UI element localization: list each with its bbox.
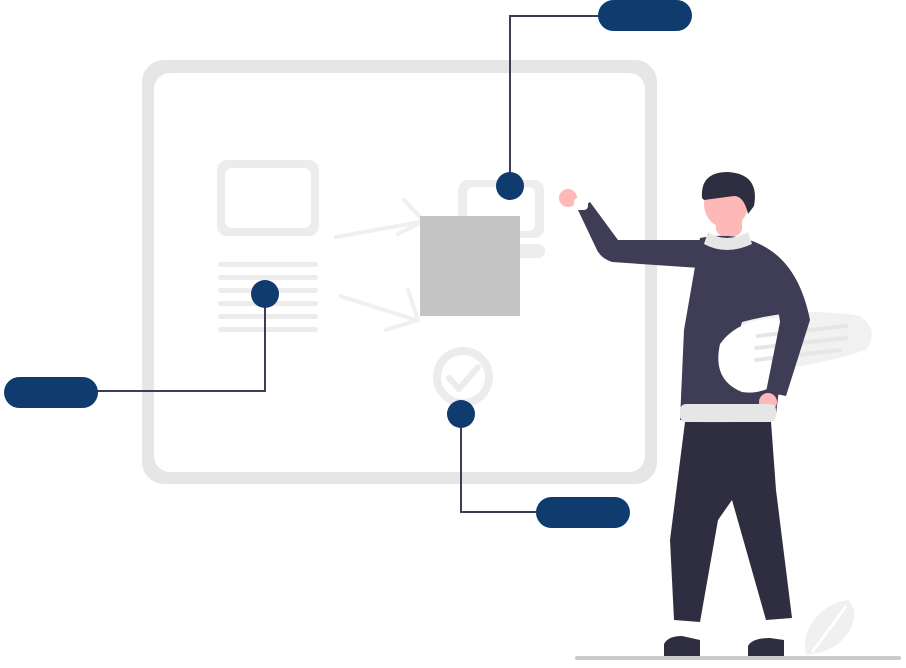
- whiteboard-frame: [142, 60, 657, 484]
- callout-left[interactable]: [4, 377, 98, 408]
- hotspot-laptop[interactable]: [496, 172, 524, 200]
- hotspot-text[interactable]: [251, 280, 279, 308]
- text-lines-icon: [218, 262, 318, 332]
- person-figure: [559, 172, 872, 656]
- check-circle-icon: [433, 347, 493, 407]
- collar: [704, 232, 752, 250]
- leaf-plant-icon: [804, 600, 855, 655]
- reaching-arm: [578, 202, 708, 268]
- reaching-hand: [559, 189, 577, 207]
- connector-lines: [96, 15, 600, 513]
- hair: [701, 172, 755, 214]
- right-shoe: [748, 638, 784, 656]
- ground-line: [575, 656, 901, 660]
- hotspot-check[interactable]: [447, 400, 475, 428]
- callout-bottom[interactable]: [536, 497, 630, 528]
- left-shoe: [664, 636, 700, 656]
- holding-arm: [766, 250, 810, 396]
- selected-block[interactable]: [420, 216, 520, 316]
- callout-top[interactable]: [598, 0, 692, 31]
- image-frame-icon: [217, 160, 319, 236]
- pants: [670, 408, 792, 622]
